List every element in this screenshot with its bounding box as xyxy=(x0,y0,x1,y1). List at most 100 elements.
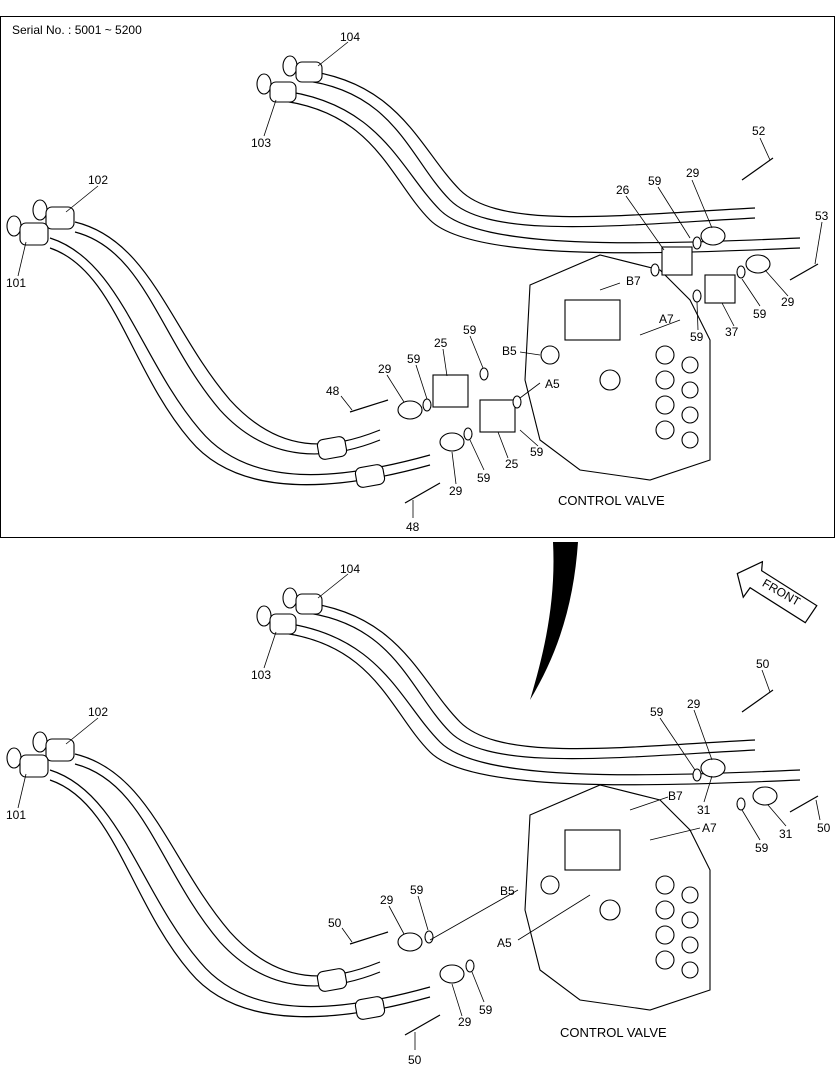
bolt-53 xyxy=(789,263,819,281)
label-50: 50 xyxy=(756,657,770,671)
label-50: 50 xyxy=(817,821,831,835)
hose-102-ferrule xyxy=(45,206,75,230)
label-103: 103 xyxy=(251,136,271,150)
bolt-50-b xyxy=(404,1014,441,1036)
label-b5: B5 xyxy=(500,884,515,898)
flange-29-e xyxy=(397,932,423,952)
o-ring-59-d xyxy=(463,427,473,441)
label-31: 31 xyxy=(697,803,711,817)
transition-swoosh xyxy=(530,542,578,700)
hose-pair-lower xyxy=(6,199,431,488)
label-53: 53 xyxy=(815,209,829,223)
serial-number-label: Serial No. : 5001 ~ 5200 xyxy=(12,23,142,37)
label-29: 29 xyxy=(686,166,700,180)
label-101: 101 xyxy=(6,808,26,822)
hose-103-fitting xyxy=(256,73,272,95)
label-29: 29 xyxy=(781,295,795,309)
label-101: 101 xyxy=(6,276,26,290)
label-59: 59 xyxy=(477,471,491,485)
control-valve-bottom xyxy=(524,784,711,1011)
label-29: 29 xyxy=(449,484,463,498)
o-ring-59-c xyxy=(512,395,522,409)
hose-ferrule-end-a xyxy=(316,436,348,460)
block-25-lower xyxy=(479,399,516,433)
front-arrow: FRONT xyxy=(736,560,818,624)
label-37: 37 xyxy=(725,325,739,339)
label-50: 50 xyxy=(408,1053,422,1067)
label-29: 29 xyxy=(378,362,392,376)
label-103: 103 xyxy=(251,668,271,682)
label-a5: A5 xyxy=(545,377,560,391)
label-59: 59 xyxy=(530,445,544,459)
valve-section xyxy=(564,299,621,341)
label-52: 52 xyxy=(752,124,766,138)
label-b5: B5 xyxy=(502,344,517,358)
bolt-52 xyxy=(741,157,774,181)
label-48: 48 xyxy=(406,520,420,534)
label-59: 59 xyxy=(410,883,424,897)
label-26: 26 xyxy=(616,183,630,197)
label-59: 59 xyxy=(690,330,704,344)
label-31: 31 xyxy=(779,827,793,841)
o-ring-59-g xyxy=(692,236,702,250)
label-50: 50 xyxy=(328,916,342,930)
hose-104-ferrule xyxy=(295,61,323,83)
bolt-48-a xyxy=(349,399,389,413)
hose-101-ferrule xyxy=(19,222,49,246)
hose-pair-upper-bottom xyxy=(256,587,801,786)
top-panel: Serial No. : 5001 ~ 5200 xyxy=(0,16,835,538)
label-29: 29 xyxy=(458,1015,472,1029)
control-valve-caption-top: CONTROL VALVE xyxy=(558,493,665,508)
label-a7: A7 xyxy=(702,821,717,835)
label-59: 59 xyxy=(650,705,664,719)
bottom-panel: 104 103 102 101 50 59 29 B7 31 31 A7 50 … xyxy=(6,562,831,1067)
label-48: 48 xyxy=(326,384,340,398)
label-29: 29 xyxy=(687,697,701,711)
leader-lines-top xyxy=(17,41,823,518)
flange-29-f xyxy=(439,964,465,984)
o-ring-59-b xyxy=(422,398,432,412)
block-37 xyxy=(704,274,736,304)
flange-31-a xyxy=(700,758,726,778)
flange-31-b xyxy=(752,786,778,806)
label-59: 59 xyxy=(648,174,662,188)
label-a7: A7 xyxy=(659,312,674,326)
control-valve-caption-bottom: CONTROL VALVE xyxy=(560,1025,667,1040)
hose-103-ferrule xyxy=(269,81,297,103)
o-ring-59-e xyxy=(650,263,660,277)
label-25: 25 xyxy=(434,336,448,350)
flange-29-a xyxy=(397,400,423,420)
o-ring-59-a xyxy=(479,367,489,381)
label-25: 25 xyxy=(505,457,519,471)
label-59: 59 xyxy=(407,352,421,366)
flange-29-d xyxy=(745,254,771,274)
label-102: 102 xyxy=(88,173,108,187)
label-b7: B7 xyxy=(668,789,683,803)
label-59: 59 xyxy=(755,841,769,855)
hose-ferrule-end-b xyxy=(354,464,386,488)
label-104: 104 xyxy=(340,562,360,576)
label-104: 104 xyxy=(340,30,360,44)
control-valve-top xyxy=(524,254,711,481)
bolt-50-d xyxy=(789,795,819,813)
label-59: 59 xyxy=(463,323,477,337)
bolt-50-c xyxy=(741,689,774,713)
hose-101-fitting xyxy=(6,215,22,237)
label-59: 59 xyxy=(479,1003,493,1017)
label-b7: B7 xyxy=(626,274,641,288)
label-29: 29 xyxy=(380,893,394,907)
hose-102-fitting xyxy=(32,199,48,221)
hose-pair-upper xyxy=(256,55,801,254)
o-ring-59-h xyxy=(736,265,746,279)
hose-104-fitting xyxy=(282,55,298,77)
bolt-48-b xyxy=(404,482,441,504)
leader-lines-bottom xyxy=(17,573,821,1050)
flange-29-c xyxy=(700,226,726,246)
flange-29-b xyxy=(439,432,465,452)
block-26 xyxy=(661,246,693,276)
label-59: 59 xyxy=(753,307,767,321)
block-25-upper xyxy=(432,374,469,408)
label-a5: A5 xyxy=(497,936,512,950)
o-ring-59-f xyxy=(692,289,702,303)
